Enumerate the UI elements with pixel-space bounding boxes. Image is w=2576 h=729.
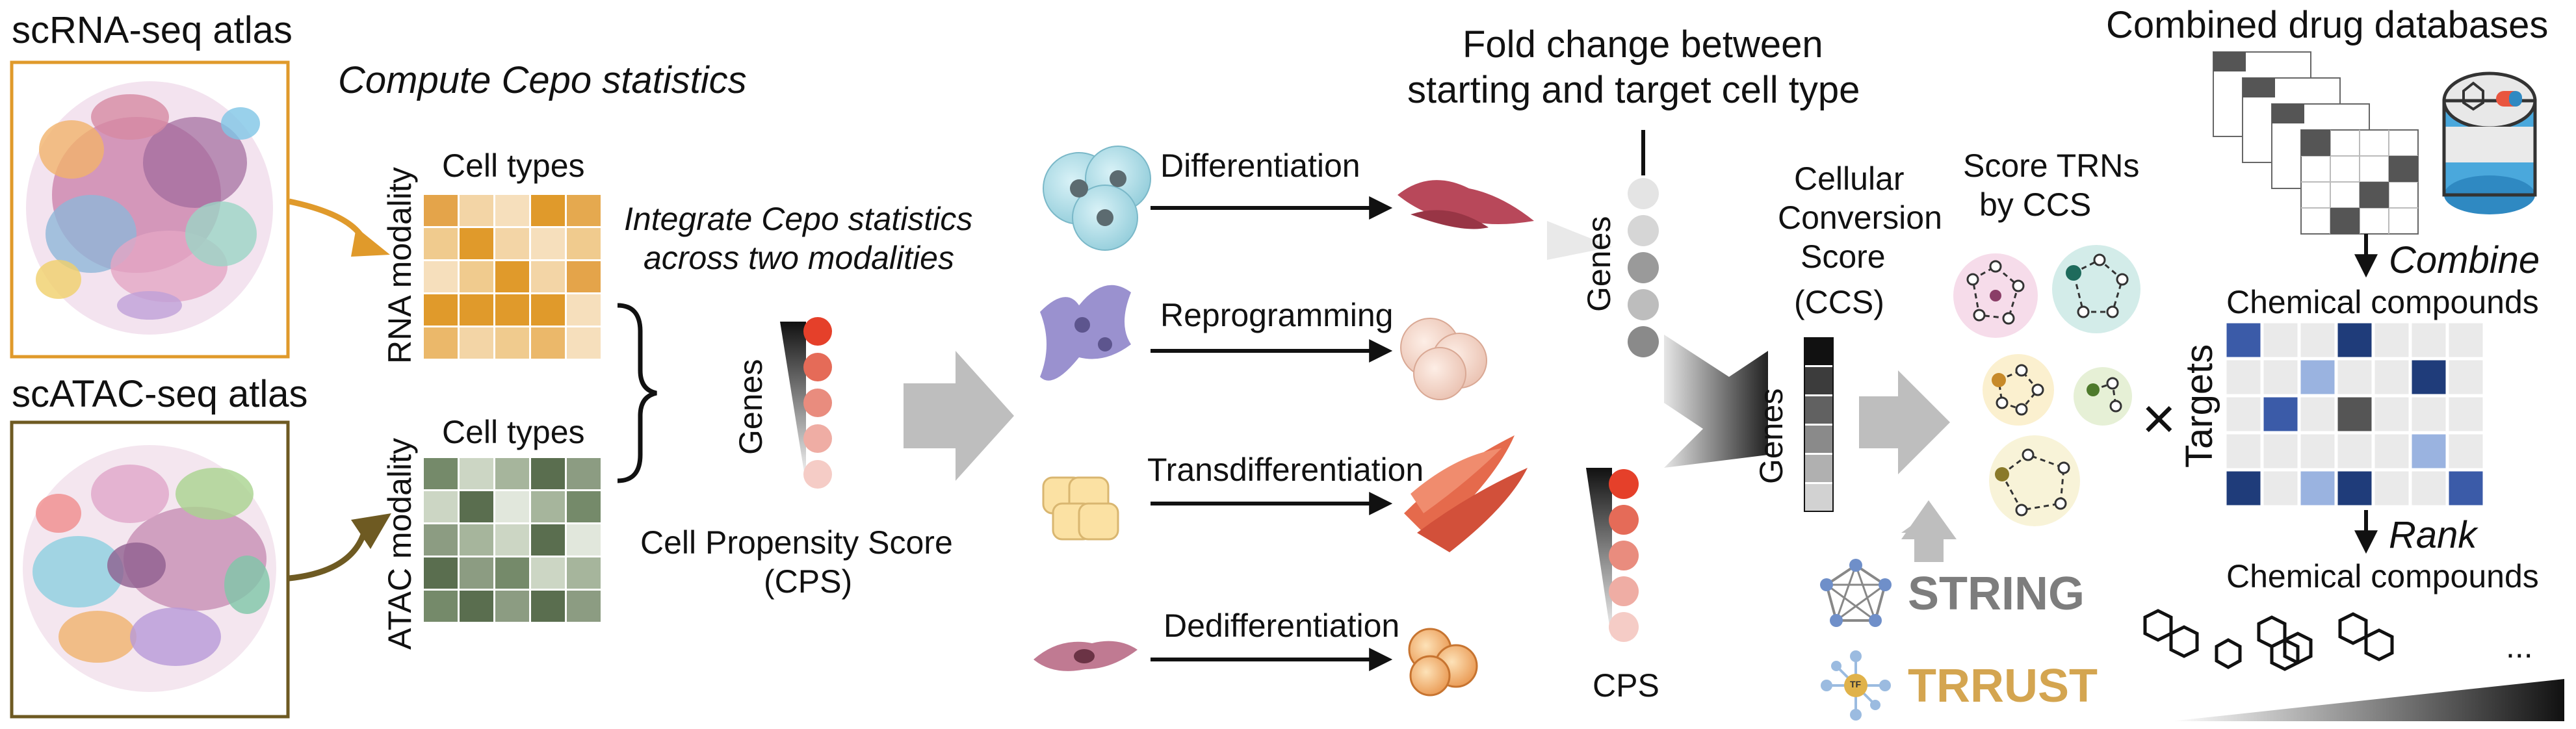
- rank-gradient: [2171, 679, 2564, 721]
- atac-heatmap: [424, 458, 601, 622]
- ccs-title-line3: Score: [1801, 238, 1886, 275]
- fold-change-gene-column: [1628, 130, 1659, 357]
- compound-target-heatmap: [2223, 320, 2486, 509]
- differentiation-label: Differentiation: [1160, 147, 1360, 184]
- cps-gene-column-2: [1586, 468, 1639, 643]
- fold-change-title-line1: Fold change between: [1463, 23, 1823, 66]
- cps-genes-label: Genes: [733, 359, 769, 455]
- string-icon: [1820, 559, 1892, 627]
- ccs-title-line1: Cellular: [1794, 160, 1905, 197]
- trn-title-line2: by CCS: [1979, 186, 2092, 223]
- drug-database-cards: [2213, 51, 2419, 235]
- flow-arrow-1: [904, 351, 1014, 481]
- trrust-label: TRRUST: [1908, 660, 2098, 712]
- scatac-atlas-title: scATAC-seq atlas: [12, 373, 308, 415]
- fold-change-title-line2: starting and target cell type: [1407, 69, 1860, 111]
- dedifferentiation-label: Dedifferentiation: [1164, 608, 1400, 644]
- atac-modality-label: ATAC modality: [382, 437, 418, 650]
- ccs-gene-column: [1804, 337, 1834, 512]
- cps-label-bottom: CPS: [1593, 667, 1659, 704]
- pill-bottle-icon: [2442, 71, 2537, 214]
- cell-transdifferentiation-target: [1404, 435, 1528, 552]
- targets-label: Targets: [2178, 344, 2220, 468]
- scrna-atlas-panel: [10, 60, 290, 359]
- tf-label: TF: [1850, 679, 1862, 689]
- cell-dedifferentiation-start: [1034, 641, 1138, 671]
- trrust-icon: [1821, 650, 1891, 721]
- combine-label: Combine: [2389, 239, 2540, 281]
- rna-arrow: [289, 198, 367, 242]
- cell-types-label-rna: Cell types: [442, 147, 585, 184]
- cell-transdifferentiation-start: [1042, 476, 1119, 541]
- integrate-label-line2: across two modalities: [644, 240, 954, 276]
- chemical-structures: [2143, 609, 2394, 671]
- drug-db-title: Combined drug databases: [2106, 4, 2549, 46]
- integrate-brace: [617, 303, 657, 483]
- trn-title-line1: Score TRNs: [1963, 147, 2140, 184]
- ellipsis: ...: [2506, 628, 2533, 665]
- compute-cepo-label: Compute Cepo statistics: [338, 59, 747, 101]
- ccs-title-line2: Conversion: [1778, 199, 1942, 236]
- trn-networks: [1953, 245, 2140, 526]
- reprogramming-label: Reprogramming: [1160, 297, 1394, 333]
- cps-label-line2: (CPS): [764, 563, 853, 600]
- transdifferentiation-label: Transdifferentiation: [1147, 452, 1424, 488]
- string-label: STRING: [1908, 568, 2085, 620]
- ccs-title-line4: (CCS): [1794, 284, 1884, 320]
- rna-modality-label: RNA modality: [382, 167, 418, 364]
- chem-compounds-label-1: Chemical compounds: [2226, 284, 2539, 320]
- integrate-label-line1: Integrate Cepo statistics: [624, 201, 973, 237]
- scatac-atlas-panel: [10, 420, 290, 719]
- scrna-atlas-title: scRNA-seq atlas: [12, 9, 293, 51]
- cps-gene-column: [780, 317, 832, 489]
- ccs-genes-label: Genes: [1753, 388, 1789, 484]
- rank-label: Rank: [2389, 514, 2477, 556]
- cell-differentiation-target: [1398, 180, 1534, 229]
- cell-types-label-atac: Cell types: [442, 414, 585, 450]
- cell-reprogramming-target: [1400, 318, 1487, 400]
- flow-arrow-2: [1859, 370, 1950, 474]
- cell-differentiation-start: [1043, 146, 1151, 251]
- cell-reprogramming-start: [1040, 285, 1131, 381]
- fold-change-genes-label: Genes: [1581, 216, 1617, 312]
- cell-dedifferentiation-target: [1408, 628, 1478, 697]
- chem-compounds-label-2: Chemical compounds: [2226, 558, 2539, 595]
- cps-label-line1: Cell Propensity Score: [640, 524, 953, 561]
- times-symbol: ×: [2142, 387, 2176, 452]
- atac-arrow: [289, 531, 367, 582]
- rna-heatmap: [424, 195, 601, 359]
- converge-arrow: [1664, 335, 1768, 468]
